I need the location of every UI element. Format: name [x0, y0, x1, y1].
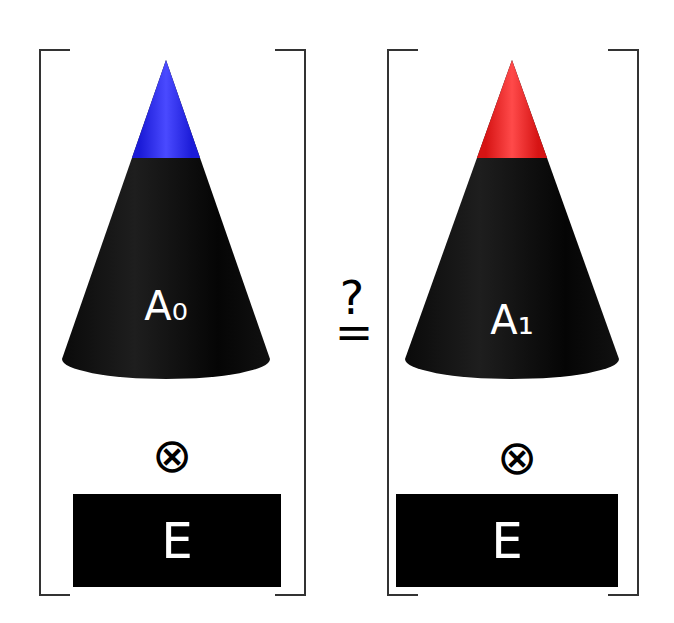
cone-label: A₀ [144, 286, 187, 326]
cone-shape: A₀ [60, 58, 272, 383]
operator-box: E [396, 494, 618, 587]
operator-label: E [161, 516, 193, 566]
cone-drawing [60, 58, 272, 383]
operator-label: E [491, 516, 523, 566]
tensor-product-symbol: ⊗ [152, 431, 192, 479]
left-bracket-open [40, 50, 70, 595]
operator-box: E [73, 494, 281, 587]
cone-label: A₁ [490, 300, 533, 340]
cone-tip [60, 58, 272, 158]
tensor-product-symbol: ⊗ [497, 433, 537, 481]
cone-tip [403, 58, 621, 158]
cone-shape: A₁ [403, 58, 621, 383]
equals-sign: = [335, 309, 374, 355]
